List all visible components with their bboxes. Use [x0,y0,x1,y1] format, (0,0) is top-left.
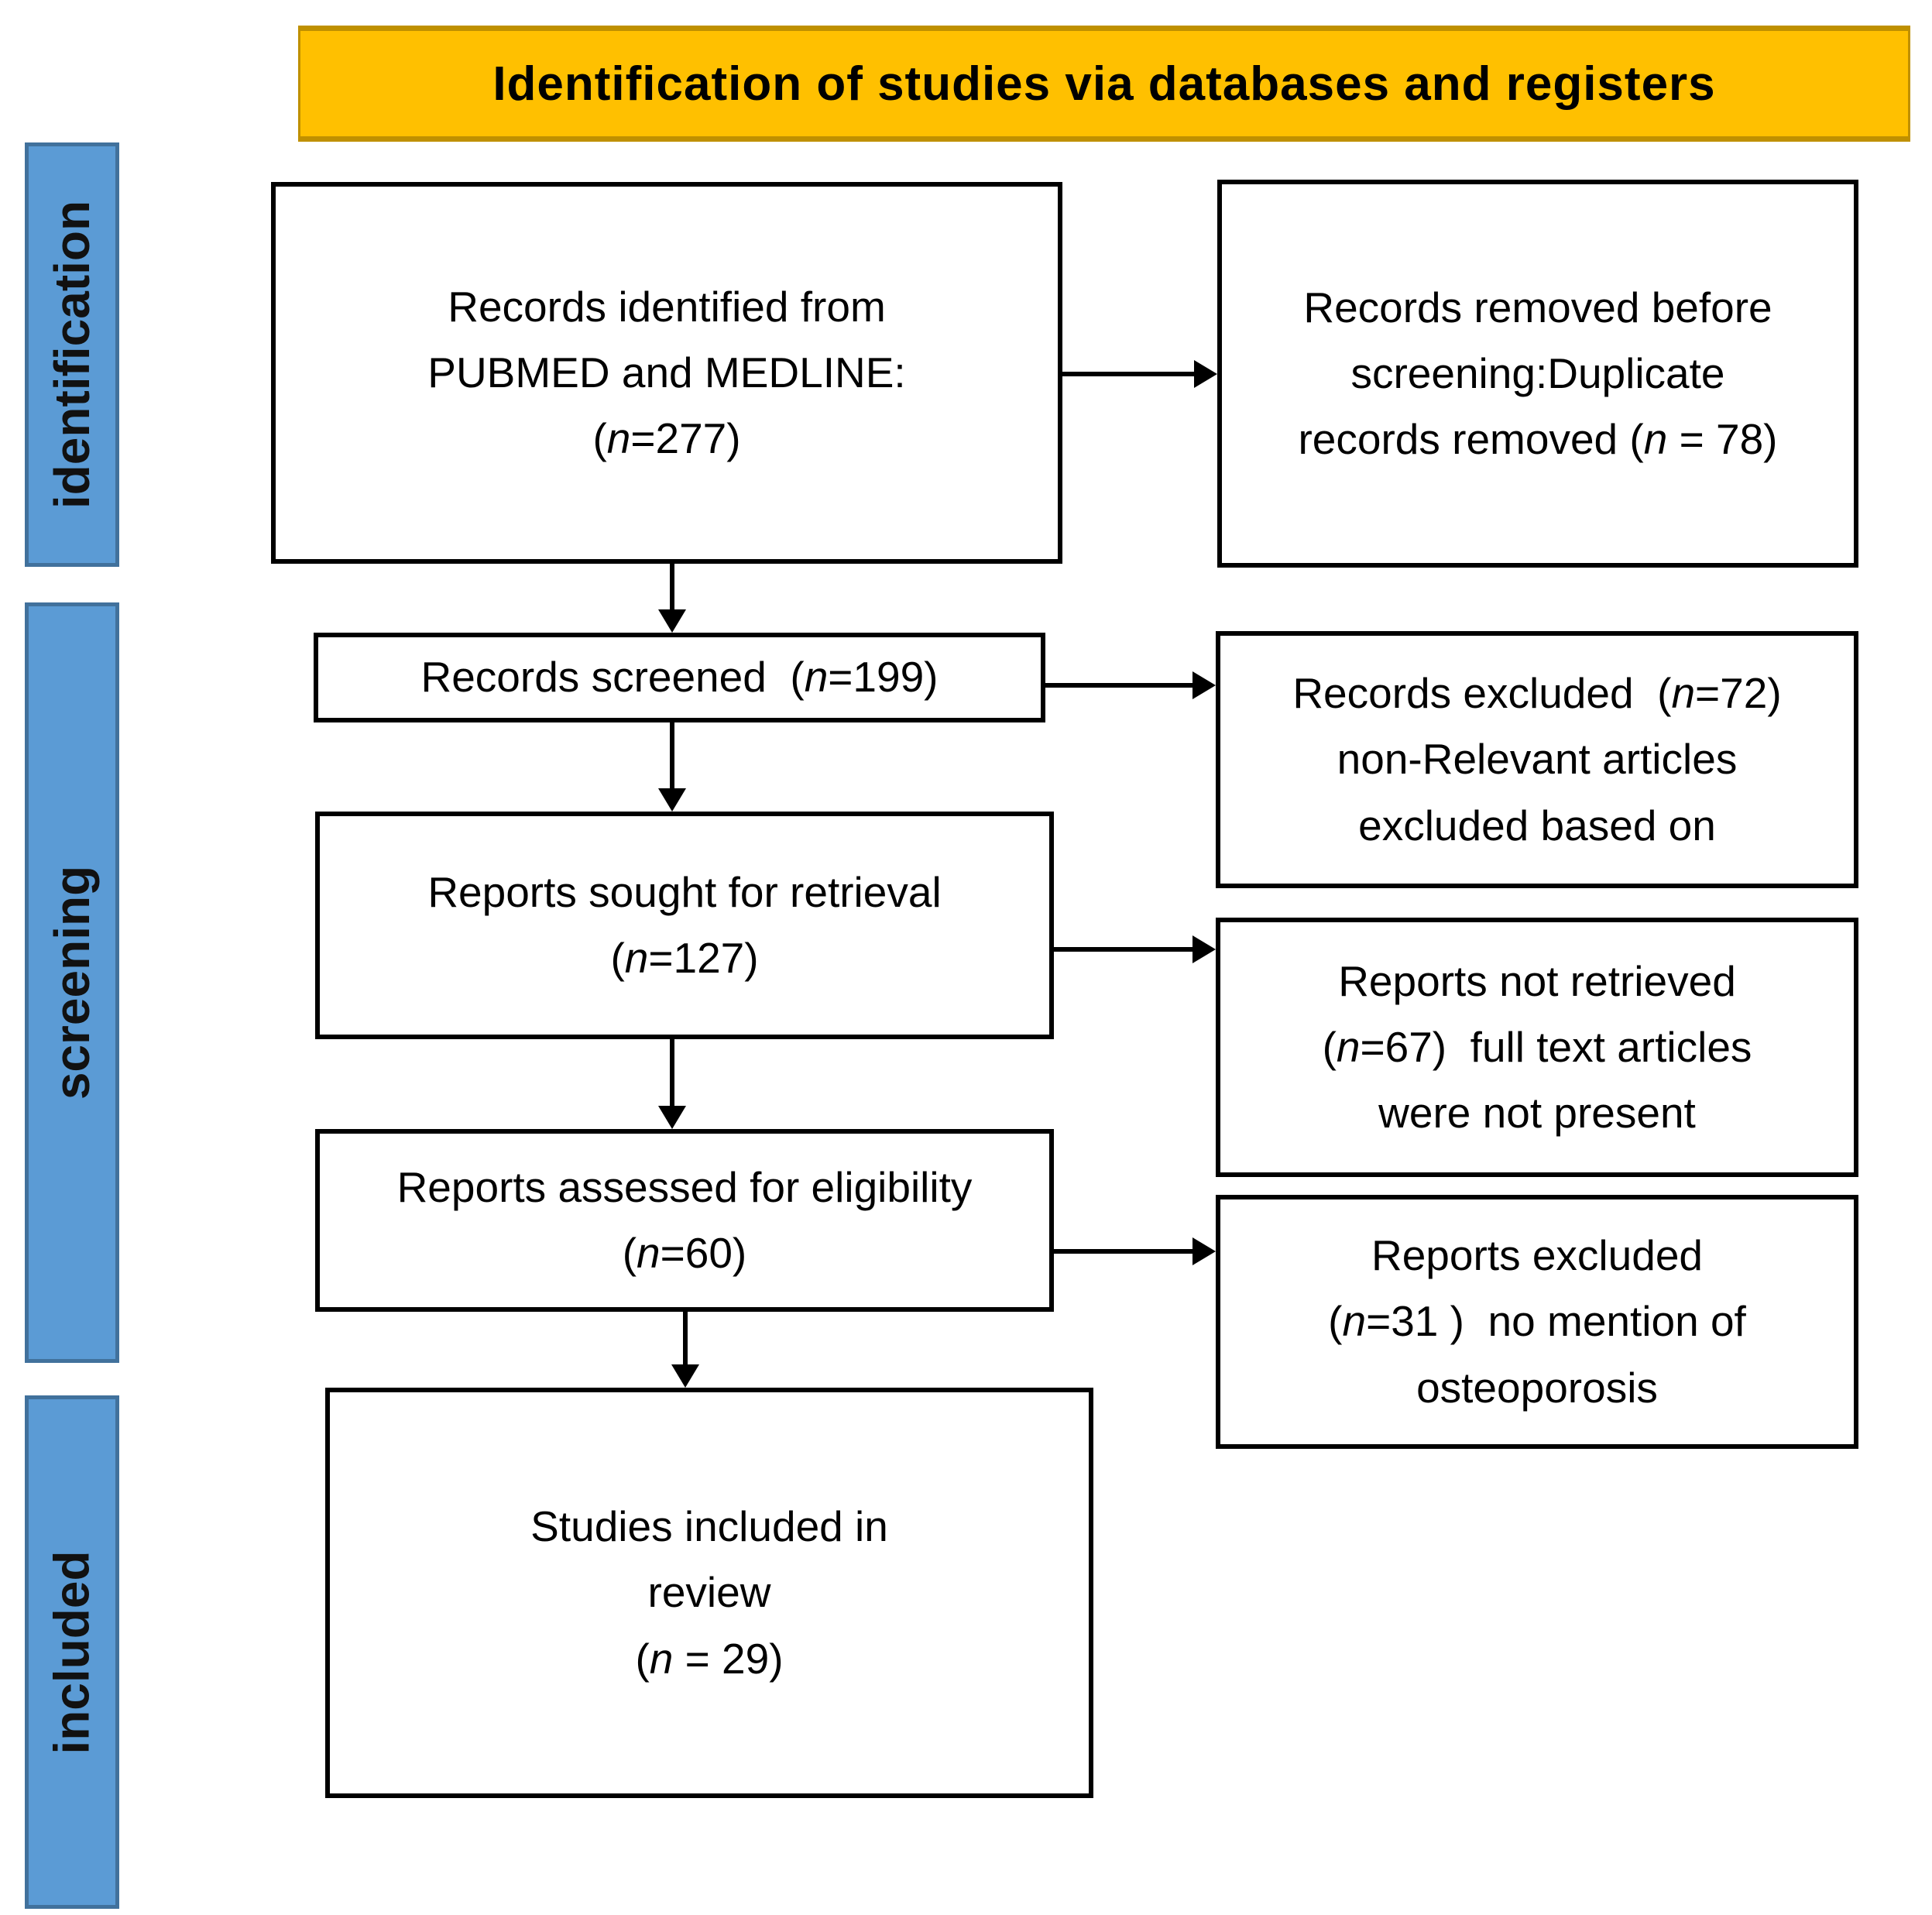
arrowhead-right-icon [1192,1237,1216,1265]
arrowhead-right-icon [1192,671,1216,699]
arrowhead-right-icon [1194,360,1217,388]
box-line: Studies included in [530,1502,888,1551]
box-line: (n=67) full text articles [1322,1022,1752,1071]
arrowhead-right-icon [1192,935,1216,963]
arrow-screened-to-excluded [1045,683,1194,688]
arrow-assessed-to-reports-excluded [1054,1249,1194,1254]
box-records-excluded: Records excluded (n=72) non-Relevant art… [1216,631,1858,888]
box-records-identified: Records identified from PUBMED and MEDLI… [271,182,1062,564]
box-reports-not-retrieved: Reports not retrieved (n=67) full text a… [1216,918,1858,1177]
box-records-removed: Records removed before screening:Duplica… [1217,180,1858,568]
box-line: (n=127) [610,934,759,982]
box-line: screening:Duplicate [1350,348,1725,397]
box-line: PUBMED and MEDLINE: [427,348,906,396]
box-line: records removed (n = 78) [1298,415,1778,464]
phase-bar-included: included [25,1395,119,1909]
phase-bar-identification: identification [25,142,119,567]
title-banner-label: Identification of studies via databases … [492,57,1716,111]
box-records-screened: Records screened (n=199) [314,633,1045,722]
arrow-assessed-to-included [683,1312,688,1367]
box-line: osteoporosis [1416,1363,1658,1412]
phase-bar-screening-label: screening [44,865,100,1100]
phase-bar-included-label: included [44,1550,100,1755]
box-line: Reports assessed for eligibility [396,1162,973,1211]
box-line: Records identified from [448,282,886,331]
arrow-screened-to-sought [670,722,674,791]
box-line: (n=31 ) no mention of [1328,1297,1746,1346]
box-line: (n=277) [592,414,741,463]
arrowhead-down-icon [658,1106,686,1129]
box-studies-included: Studies included in review (n = 29) [325,1388,1093,1798]
box-line: review [647,1568,771,1617]
box-line: Records removed before [1303,283,1772,331]
box-reports-assessed: Reports assessed for eligibility (n=60) [315,1129,1054,1312]
box-line: Records screened (n=199) [420,653,939,702]
box-line: (n = 29) [635,1634,784,1683]
arrowhead-down-icon [658,788,686,812]
phase-bar-screening: screening [25,602,119,1363]
box-line: (n=60) [622,1229,747,1277]
box-line: Reports sought for retrieval [427,867,942,916]
box-line: Reports not retrieved [1338,956,1736,1005]
arrow-sought-to-assessed [670,1039,674,1108]
arrow-sought-to-not-retrieved [1054,947,1194,952]
box-reports-sought: Reports sought for retrieval (n=127) [315,812,1054,1039]
arrow-identified-to-screened [670,564,674,612]
box-line: excluded based on [1358,801,1716,849]
box-reports-excluded: Reports excluded (n=31 ) no mention of o… [1216,1195,1858,1449]
phase-bar-identification-label: identification [44,200,100,510]
title-banner: Identification of studies via databases … [298,26,1910,142]
arrow-identified-to-removed [1062,372,1196,376]
box-line: non-Relevant articles [1337,735,1738,784]
box-line: Records excluded (n=72) [1292,669,1782,718]
box-line: Reports excluded [1371,1231,1704,1280]
arrowhead-down-icon [658,609,686,633]
box-line: were not present [1378,1089,1696,1138]
arrowhead-down-icon [671,1364,699,1388]
